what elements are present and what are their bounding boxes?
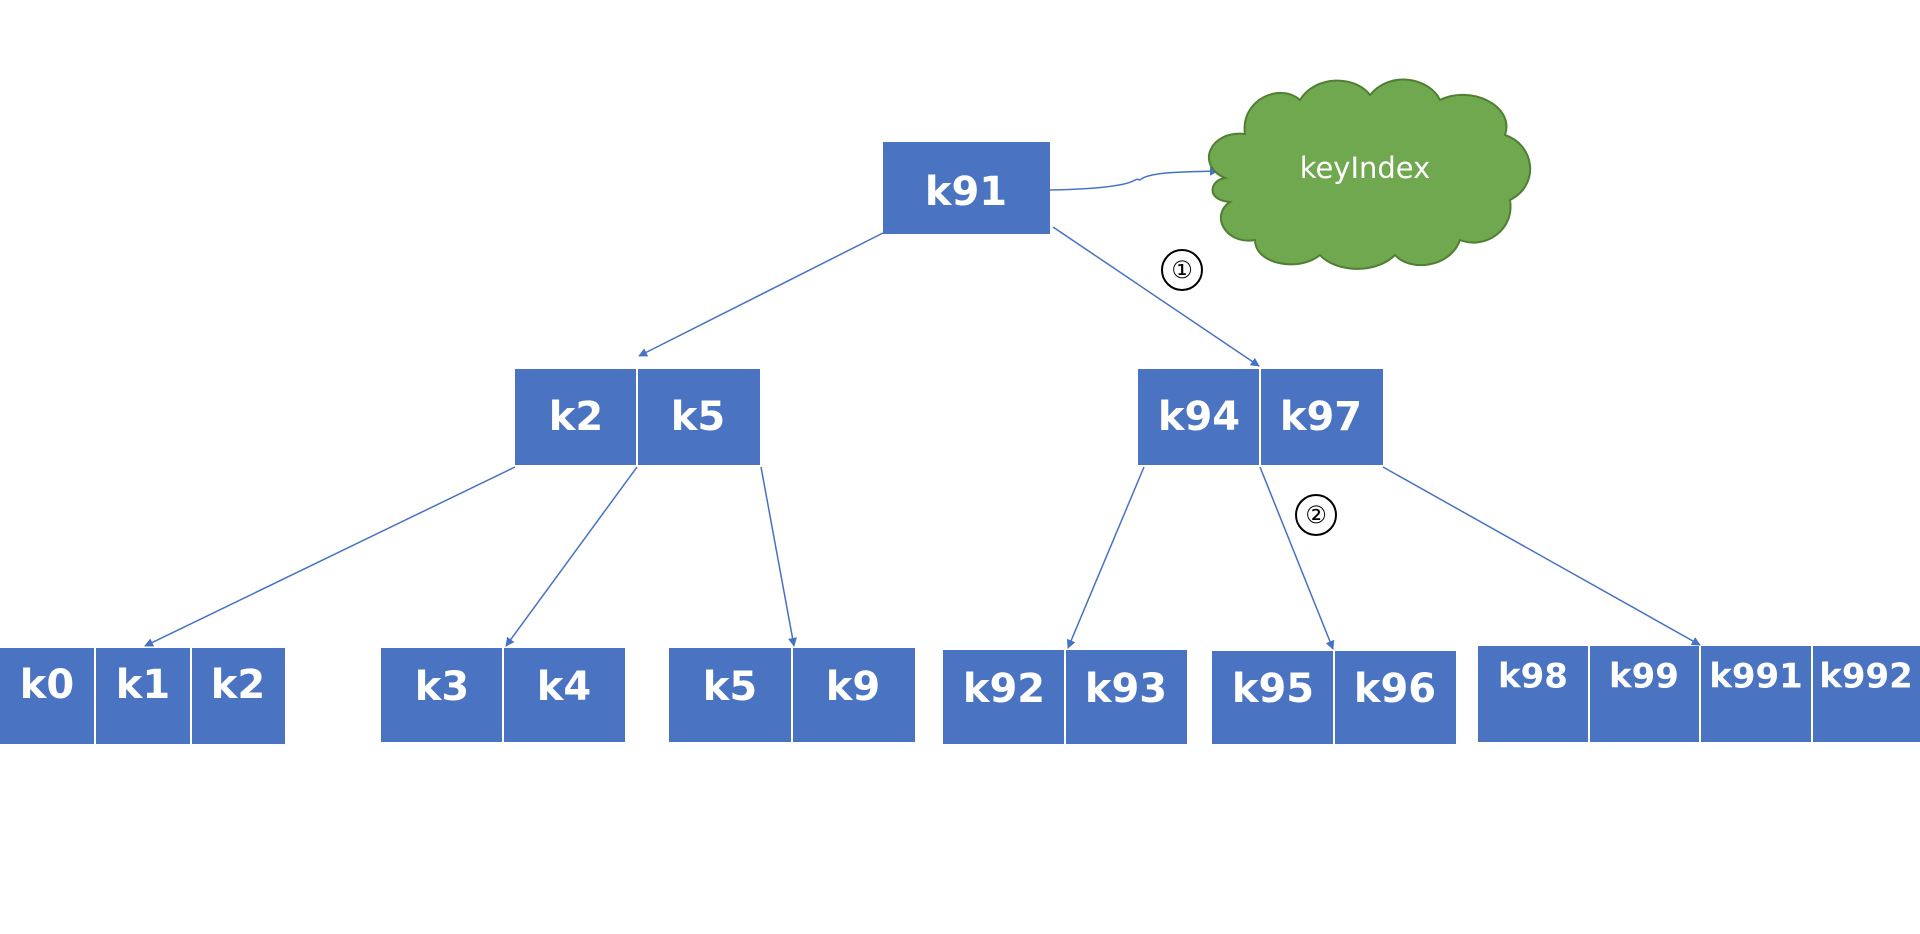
cloud-label: keyIndex bbox=[1300, 151, 1431, 185]
circled-number-icon bbox=[1295, 494, 1337, 536]
edge-internal-left-to-leaf-2 bbox=[505, 466, 638, 647]
internal-key-label: k97 bbox=[1280, 394, 1362, 440]
leaf-node-6: k98 k99 k991 k992 bbox=[1478, 646, 1920, 742]
leaf-key-cell bbox=[1700, 646, 1812, 742]
leaf-key-label: k99 bbox=[1609, 657, 1679, 697]
edge-internal-right-to-leaf-5 bbox=[1259, 466, 1335, 650]
leaf-key-label: k5 bbox=[703, 664, 757, 710]
step-marker-2: ② bbox=[1295, 494, 1337, 536]
edges bbox=[144, 166, 1701, 650]
leaf-key-label: k96 bbox=[1354, 666, 1436, 712]
step-marker-2-label: ② bbox=[1305, 501, 1327, 529]
leaf-key-cell bbox=[191, 648, 285, 744]
edge-internal-left-to-leaf-3 bbox=[760, 466, 797, 647]
internal-key-label: k5 bbox=[671, 394, 725, 440]
leaf-key-label: k991 bbox=[1709, 657, 1803, 697]
internal-key-label: k94 bbox=[1158, 394, 1240, 440]
leaf-key-cell bbox=[95, 648, 191, 744]
internal-key-cell bbox=[637, 369, 760, 465]
leaf-key-label: k2 bbox=[211, 662, 265, 708]
internal-node-left: k2 k5 bbox=[515, 369, 760, 465]
leaf-key-cell bbox=[669, 648, 792, 742]
leaf-node-5: k95 k96 bbox=[1212, 651, 1456, 744]
leaf-key-cell bbox=[503, 648, 625, 742]
cloud-icon bbox=[1207, 78, 1532, 270]
leaf-key-label: k98 bbox=[1498, 657, 1568, 697]
root-key-cell bbox=[883, 142, 1050, 234]
leaf-node-4: k92 k93 bbox=[943, 650, 1187, 744]
internal-key-cell bbox=[1260, 369, 1383, 465]
leaf-key-cell bbox=[0, 648, 95, 744]
edge-root-to-cloud bbox=[1049, 166, 1219, 191]
edge-root-to-internal-left bbox=[638, 232, 884, 357]
key-index-cloud: keyIndex bbox=[1207, 78, 1532, 270]
leaf-key-label: k0 bbox=[20, 662, 74, 708]
leaf-key-cell bbox=[381, 648, 503, 742]
leaf-key-cell bbox=[1065, 650, 1187, 744]
leaf-key-label: k1 bbox=[116, 662, 170, 708]
leaf-key-label: k9 bbox=[826, 664, 880, 710]
leaf-key-cell bbox=[792, 648, 915, 742]
leaf-key-cell bbox=[1812, 646, 1920, 742]
leaf-key-label: k95 bbox=[1232, 666, 1314, 712]
edge-root-to-internal-right bbox=[1052, 226, 1260, 367]
leaf-key-cell bbox=[1212, 651, 1334, 744]
step-marker-1: ① bbox=[1161, 249, 1203, 291]
leaf-node-1: k0 k1 k2 bbox=[0, 648, 285, 744]
edge-internal-left-to-leaf-1 bbox=[144, 466, 516, 647]
leaf-key-cell bbox=[1589, 646, 1700, 742]
internal-key-label: k2 bbox=[549, 394, 603, 440]
step-marker-1-label: ① bbox=[1171, 256, 1193, 284]
leaf-node-3: k5 k9 bbox=[669, 648, 915, 742]
leaf-key-label: k92 bbox=[963, 666, 1045, 712]
leaf-node-2: k3 k4 bbox=[381, 648, 625, 742]
internal-key-cell bbox=[1138, 369, 1260, 465]
circled-number-icon bbox=[1161, 249, 1203, 291]
edge-internal-right-to-leaf-6 bbox=[1382, 466, 1701, 646]
root-key-label: k91 bbox=[925, 169, 1007, 215]
internal-node-right: k94 k97 bbox=[1138, 369, 1383, 465]
leaf-key-cell bbox=[1478, 646, 1589, 742]
leaf-key-cell bbox=[943, 650, 1065, 744]
root-node: k91 bbox=[883, 142, 1050, 234]
internal-key-cell bbox=[515, 369, 637, 465]
leaf-key-cell bbox=[1334, 651, 1456, 744]
leaf-key-label: k4 bbox=[537, 664, 591, 710]
edge-internal-right-to-leaf-4 bbox=[1066, 466, 1145, 649]
leaf-key-label: k93 bbox=[1085, 666, 1167, 712]
leaf-key-label: k992 bbox=[1819, 657, 1913, 697]
leaf-key-label: k3 bbox=[415, 664, 469, 710]
